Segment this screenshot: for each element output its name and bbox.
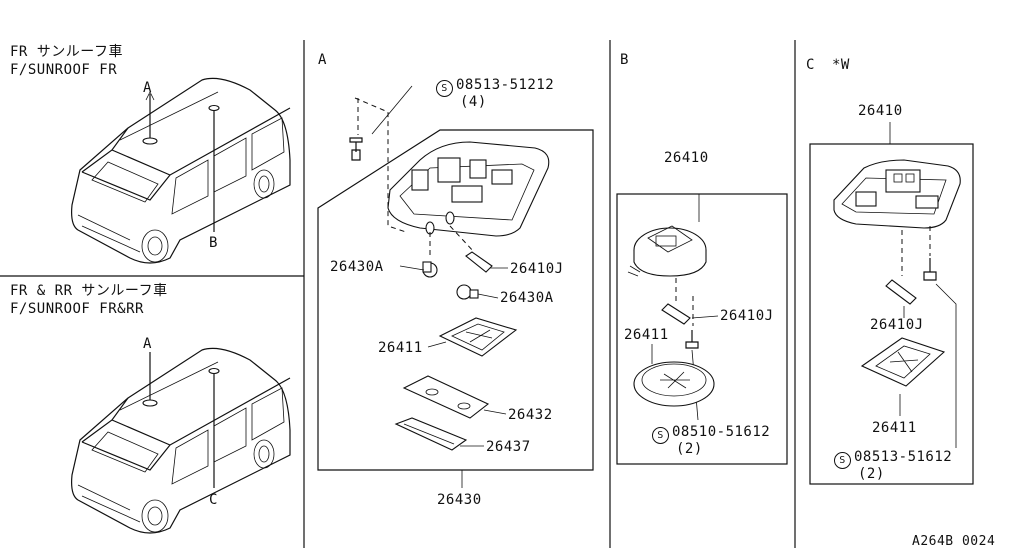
section-c-drawing [809, 122, 974, 485]
s-symbol-icon: S [652, 427, 669, 444]
van-illustration-bottom [71, 347, 291, 534]
van-2-marker-c: C [209, 492, 218, 508]
van-2-marker-a: A [143, 336, 152, 352]
part-26411-b: 26411 [624, 327, 669, 343]
vehicle-panel-2-title-en: F/SUNROOF FR&RR [10, 301, 144, 317]
part-26432: 26432 [508, 407, 553, 423]
section-c-assembly: 26410 [858, 103, 903, 119]
section-c-note: *W [832, 57, 850, 73]
s-symbol-icon: S [436, 80, 453, 97]
vehicle-panel-1-title-jp: FR サンルーフ車 [10, 44, 123, 60]
section-a-drawing [317, 85, 594, 488]
part-26410j-a: 26410J [510, 261, 564, 277]
section-a-assembly: 26430 [437, 492, 482, 508]
section-b-drawing [616, 193, 788, 465]
section-b-assembly: 26410 [664, 150, 709, 166]
part-26437: 26437 [486, 439, 531, 455]
section-a-screw-qty: (4) [460, 94, 487, 110]
part-26410j-c: 26410J [870, 317, 924, 333]
panel-dividers [0, 40, 796, 548]
figure-code: A264B 0024 [912, 534, 996, 549]
s-symbol-icon: S [834, 452, 851, 469]
section-b-letter: B [620, 52, 629, 68]
section-c-letter: C [806, 57, 815, 73]
van-illustration-top [71, 77, 291, 264]
van-1-marker-a: A [143, 80, 152, 96]
section-b-screw-qty: (2) [676, 441, 703, 457]
part-26430a-upper: 26430A [330, 259, 384, 275]
section-c-screw-qty: (2) [858, 466, 885, 482]
vehicle-panel-2-title-jp: FR & RR サンルーフ車 [10, 283, 168, 299]
part-26430a-lower: 26430A [500, 290, 554, 306]
part-26410j-b: 26410J [720, 308, 774, 324]
part-26411-a: 26411 [378, 340, 423, 356]
vehicle-panel-1-title-en: F/SUNROOF FR [10, 62, 118, 78]
section-a-letter: A [318, 52, 327, 68]
van-1-marker-b: B [209, 235, 218, 251]
part-26411-c: 26411 [872, 420, 917, 436]
